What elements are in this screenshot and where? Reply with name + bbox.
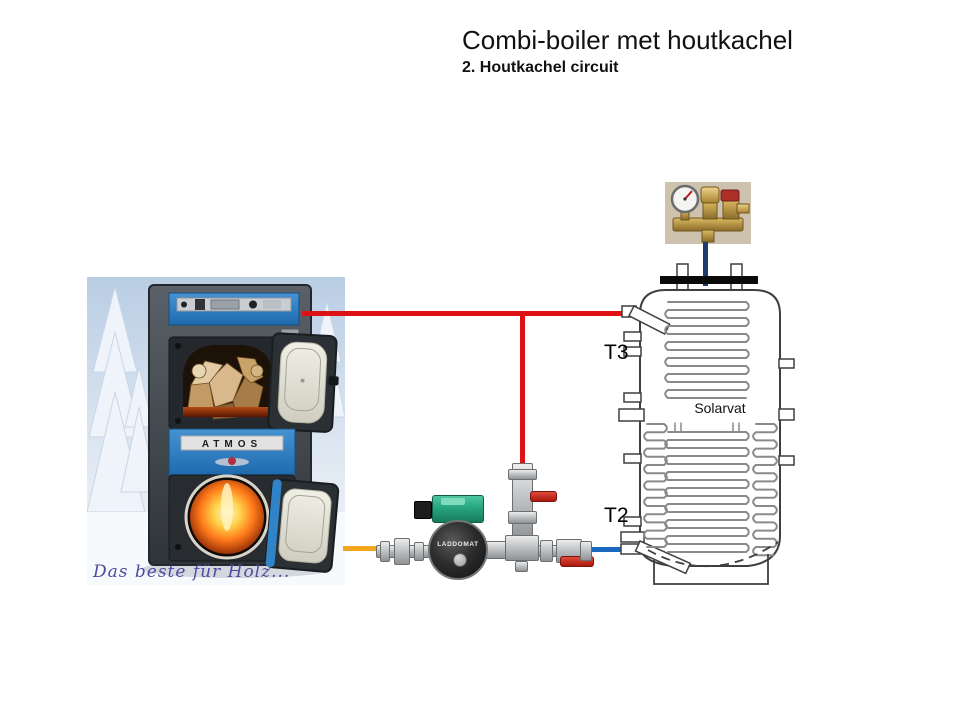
boiler-caption: Das beste für Holz... — [92, 562, 290, 582]
drain-stub — [515, 561, 528, 572]
control-plate — [263, 300, 281, 309]
pipe-boiler-return — [343, 546, 380, 551]
pipe-tank-return — [591, 547, 629, 552]
circulation-pump: LADDOMAT — [428, 520, 488, 580]
ember-glow — [183, 407, 273, 417]
sensor-label-t2: T2 — [604, 504, 629, 527]
tank-bottom-seam — [647, 541, 779, 568]
buffer-tank-drawing — [618, 263, 795, 585]
pump-terminal-box-top — [441, 498, 465, 505]
pump-speed-knob — [453, 553, 467, 567]
upper-door-open — [267, 332, 339, 433]
wood-logs — [186, 356, 264, 420]
valve-nut — [508, 469, 537, 480]
air-vent-cap — [700, 186, 720, 204]
laddomat-pump-unit: LADDOMAT — [372, 455, 594, 580]
slide-title: Combi-boiler met houtkachel — [462, 25, 793, 55]
tank-nozzle — [623, 453, 642, 464]
brand-strip — [180, 435, 284, 451]
door-bolt-icon — [175, 418, 181, 424]
boiler-brand: ATMOS — [202, 439, 262, 450]
union-nut — [380, 541, 390, 562]
tank-nozzle — [623, 331, 642, 342]
tee-body — [505, 535, 539, 561]
title-block: Combi-boiler met houtkachel 2. Houtkache… — [462, 25, 793, 77]
door-bolt-icon — [175, 544, 181, 550]
union-nut — [394, 538, 410, 565]
tank-label-solarvat: Solarvat — [694, 400, 746, 416]
boiler-logo-shield-icon — [228, 457, 236, 465]
gauge-needle-icon — [684, 190, 693, 200]
valve-red-handle — [530, 491, 557, 502]
slide-subtitle: 2. Houtkachel circuit — [462, 58, 619, 76]
union-nut — [580, 541, 592, 561]
upper-coil — [664, 301, 750, 399]
control-switch-icon — [195, 299, 205, 310]
lower-left-coil — [643, 423, 668, 548]
tank-top-flange — [660, 276, 758, 284]
tank-nozzle — [778, 358, 795, 369]
pipe-cold-feed-vertical — [703, 242, 708, 286]
union-nut — [414, 542, 424, 561]
pipe-hot-supply-branch — [520, 311, 525, 466]
safety-valve-group-photo — [665, 182, 751, 244]
thermostat-knob-icon — [249, 300, 257, 309]
tank-base-skirt — [653, 554, 769, 585]
tank-nozzle — [778, 408, 795, 421]
tank-nozzle — [778, 455, 795, 466]
flame-jet — [221, 483, 233, 531]
control-knob-icon — [181, 301, 187, 308]
tank-nozzle-t3 — [623, 346, 642, 357]
supply-dip-tube — [627, 304, 671, 335]
tank-nozzle — [623, 392, 642, 403]
side-outlet — [736, 203, 750, 214]
union-nut — [540, 540, 553, 562]
gauge-hub-icon — [683, 197, 687, 201]
sensor-label-t3: T3 — [604, 341, 629, 364]
ball-valve-red-handle — [560, 556, 594, 567]
tank-nozzle-wide — [618, 408, 645, 422]
pump-brand: LADDOMAT — [437, 541, 479, 548]
tank-nozzle-t2 — [623, 516, 642, 527]
door-handle-icon — [328, 376, 339, 386]
coil-stubs — [674, 422, 740, 433]
pump-terminal-box — [432, 495, 484, 523]
wood-boiler-photo: ATMOS Das beste für Holz... — [87, 277, 345, 585]
air-vent-body — [702, 201, 718, 220]
safety-valve-cap — [720, 189, 740, 202]
manifold-stem — [701, 229, 715, 243]
valve-nut — [508, 511, 537, 524]
pipe-hot-supply-horizontal — [302, 311, 634, 316]
pump-cable-connector — [414, 501, 432, 519]
control-display — [210, 299, 240, 310]
door-bolt-icon — [175, 343, 181, 349]
lower-door-open — [264, 478, 340, 573]
lower-right-coil — [752, 423, 778, 557]
